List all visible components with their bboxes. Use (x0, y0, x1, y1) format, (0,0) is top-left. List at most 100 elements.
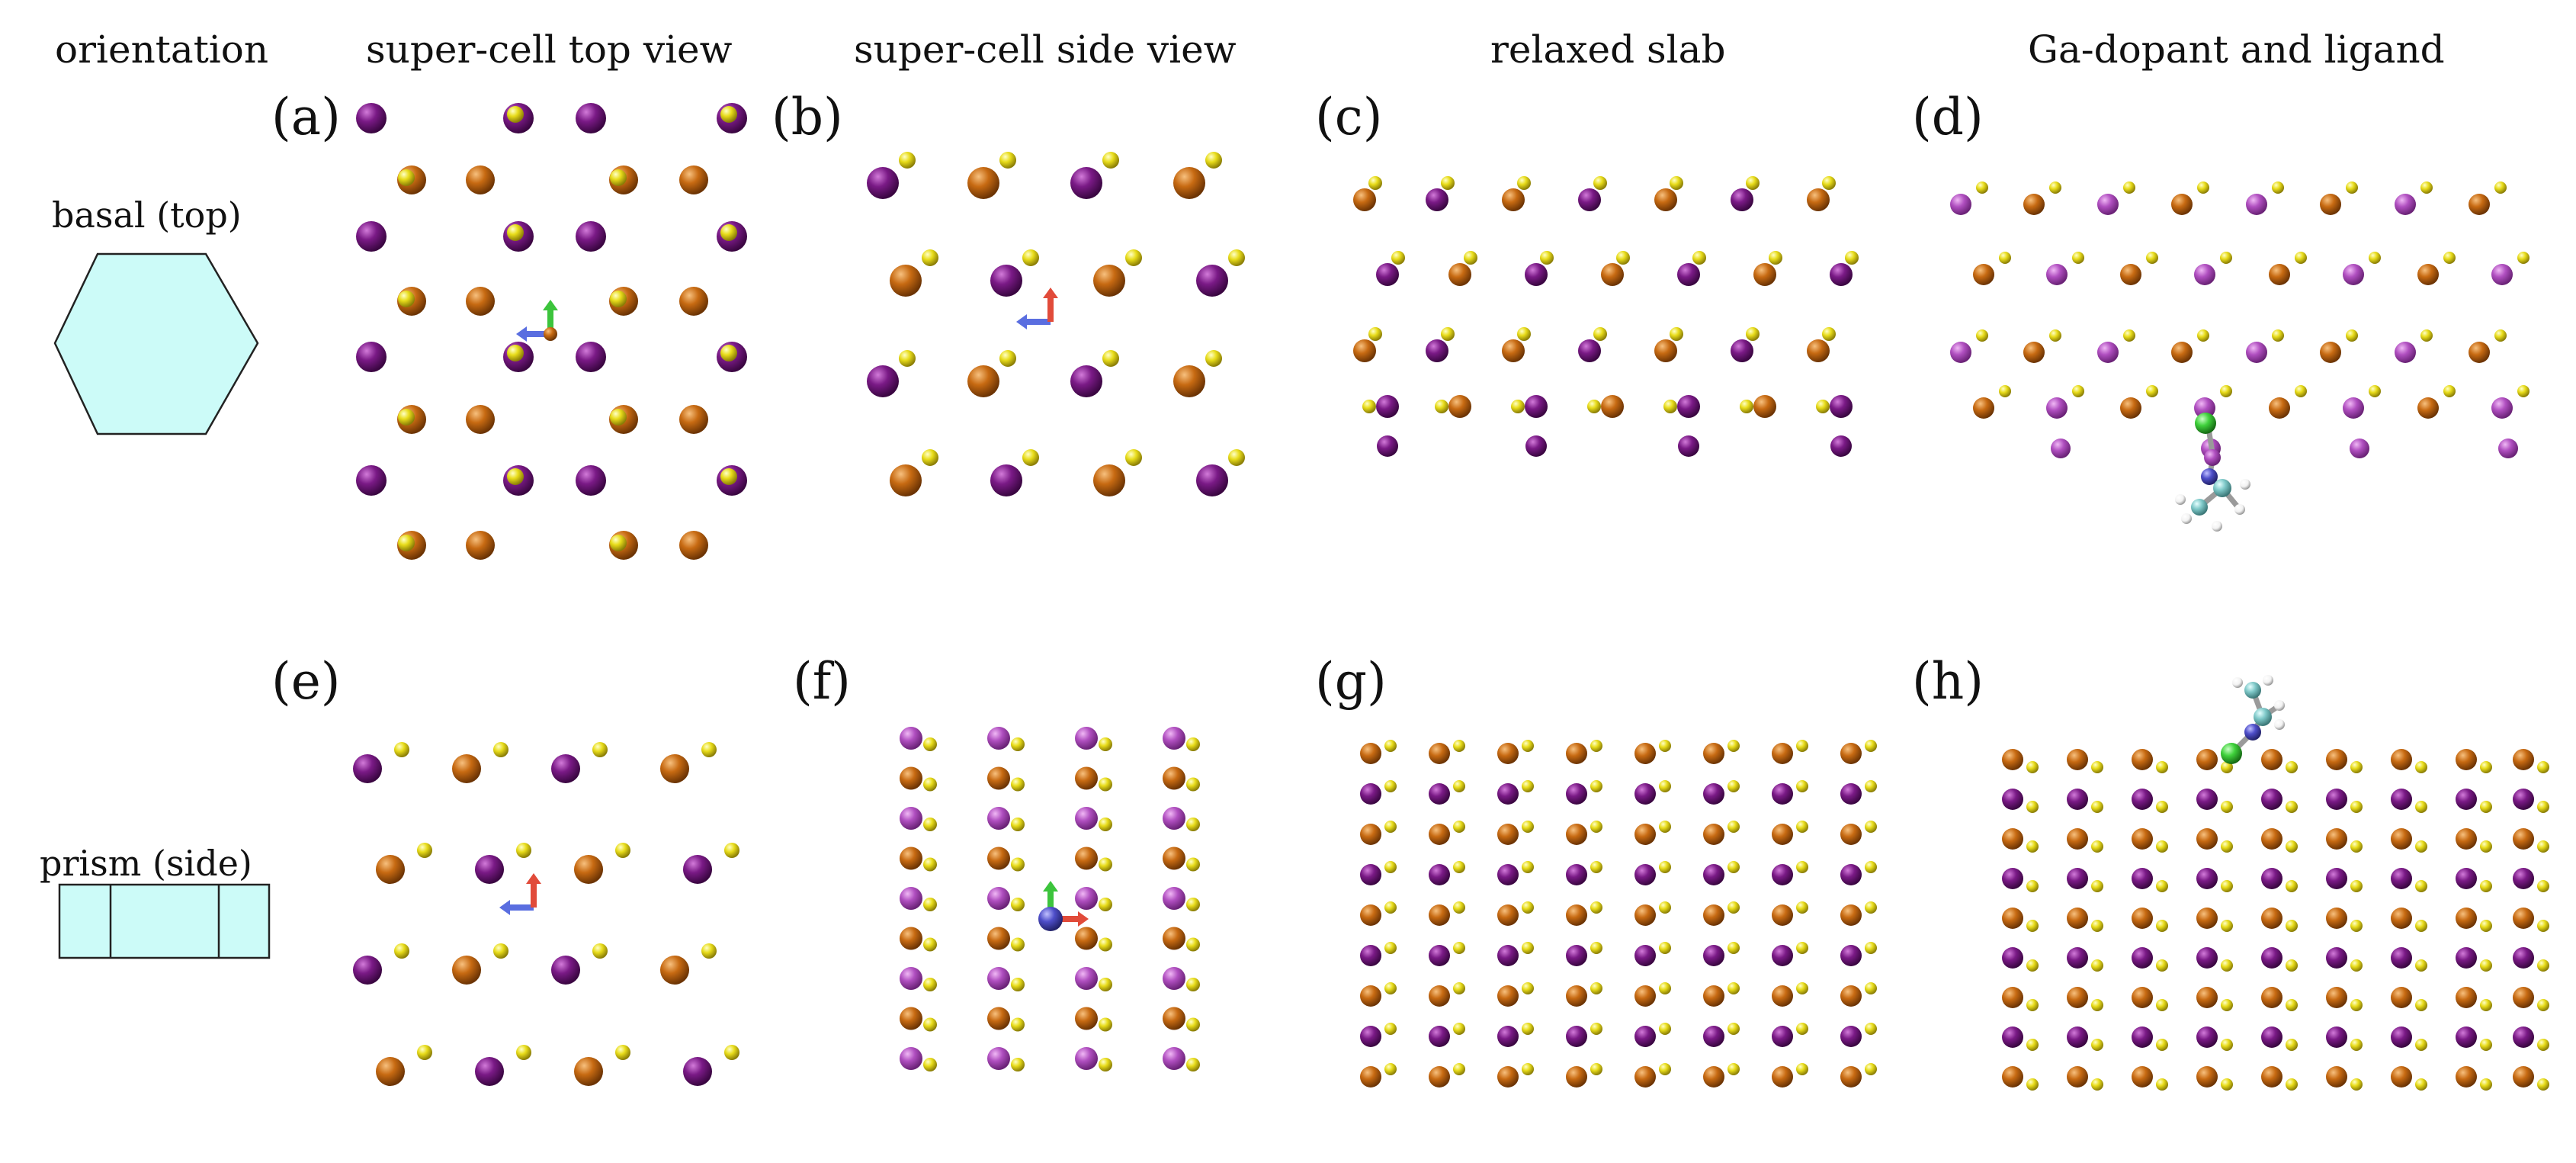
atom-d-yellow (1999, 252, 2011, 264)
atom-g (1497, 945, 1519, 966)
atoms-layer (353, 103, 2549, 1091)
atom-g (1429, 1066, 1450, 1088)
atom-g-yellow (1727, 740, 1740, 752)
atom-h-yellow (2286, 880, 2298, 892)
atom-h-yellow (2350, 761, 2363, 773)
atom-g (1360, 904, 1381, 926)
atom-a-yellow (720, 224, 737, 241)
atom-g-yellow (1590, 982, 1602, 994)
atom-b-yellow (922, 449, 938, 466)
atom-h-yellow (2091, 1078, 2103, 1091)
atom-g-yellow (1727, 821, 1740, 833)
atom-e-yellow (701, 742, 717, 757)
atom-g-yellow (1796, 861, 1808, 873)
atom-h-yellow (2537, 920, 2549, 932)
atom-a-yellow (507, 106, 524, 123)
atom-d (1950, 342, 1971, 363)
atom-h (2196, 908, 2218, 929)
atom-h-yellow (2350, 999, 2363, 1011)
atom-c-bottom (1678, 435, 1699, 457)
atom-h (2196, 947, 2218, 969)
atom-g-yellow (1453, 942, 1465, 954)
atom-d-yellow (2517, 252, 2529, 264)
atom-d-yellow (1976, 182, 1988, 194)
atom-g (1772, 1026, 1793, 1047)
atom-g-yellow (1796, 901, 1808, 914)
atom-h-yellow (2537, 761, 2549, 773)
atom-h (2132, 987, 2153, 1008)
atom-d (2320, 342, 2341, 363)
atom-f-yellow (1099, 777, 1112, 792)
atom-c-yellow (1769, 251, 1782, 265)
atom-g (1634, 945, 1656, 966)
atom-f (1163, 727, 1185, 750)
atom-b-yellow (1205, 152, 1222, 169)
atom-g (1703, 985, 1724, 1007)
atom-g (1634, 783, 1656, 805)
atom-d (2269, 397, 2290, 419)
atom-g-yellow (1727, 942, 1740, 954)
atom-g-yellow (1865, 942, 1877, 954)
atom-h (2067, 1066, 2088, 1088)
atom-f-yellow (923, 1058, 937, 1071)
atom-g-yellow (1659, 901, 1671, 914)
atom-h-yellow (2415, 1078, 2427, 1091)
atom-h (2261, 828, 2282, 850)
atom-h (2326, 1026, 2347, 1048)
atom-g-yellow (1865, 861, 1877, 873)
atom-b (1196, 265, 1228, 297)
atom-c (1353, 188, 1376, 211)
atom-f-yellow (1099, 1017, 1112, 1032)
atom-f-yellow (1011, 857, 1025, 872)
atom-f-yellow (1099, 937, 1112, 952)
atom-c (1502, 188, 1525, 211)
header-side-view: super-cell side view (854, 27, 1237, 72)
atom-g-yellow (1522, 780, 1534, 792)
atom-a-yellow (720, 468, 737, 485)
hydrogen-h (2232, 677, 2243, 688)
atom-c (1353, 339, 1376, 362)
atom-g-yellow (1659, 861, 1671, 873)
atom-h (2132, 908, 2153, 929)
atom-a-yellow (610, 409, 627, 426)
atom-h (2391, 947, 2412, 969)
atom-c (1830, 263, 1853, 286)
atom-h-yellow (2286, 959, 2298, 972)
atom-g (1634, 1066, 1656, 1088)
atom-f-yellow (1186, 1017, 1200, 1032)
atom-d (2269, 264, 2290, 285)
atom-h (2067, 987, 2088, 1008)
atom-c-yellow (1587, 400, 1601, 413)
atom-g (1703, 824, 1724, 845)
atom-g (1497, 743, 1519, 764)
atom-d (2246, 194, 2267, 215)
hydrogen-h (2274, 719, 2285, 730)
atom-h-yellow (2415, 999, 2427, 1011)
atom-g (1429, 864, 1450, 885)
atom-g-yellow (1453, 861, 1465, 873)
atom-g-yellow (1384, 901, 1397, 914)
atom-h-yellow (2221, 1078, 2233, 1091)
atom-b-yellow (999, 350, 1016, 367)
atom-c-bottom (1377, 435, 1398, 457)
atom-h-yellow (2480, 1078, 2492, 1091)
atom-g-yellow (1522, 821, 1534, 833)
atom-a-orange (466, 165, 495, 194)
atom-d (2097, 342, 2119, 363)
atom-h-yellow (2480, 880, 2492, 892)
atom-a-yellow (398, 535, 415, 551)
atom-g (1429, 985, 1450, 1007)
atom-c-yellow (1540, 251, 1554, 265)
atom-f-yellow (1099, 818, 1112, 831)
atom-g (1429, 904, 1450, 926)
atom-g (1429, 1026, 1450, 1047)
atom-h (2002, 868, 2023, 889)
atom-e-yellow (615, 1045, 630, 1060)
atom-h (2067, 868, 2088, 889)
atom-h (2132, 1066, 2153, 1088)
atom-g (1566, 904, 1587, 926)
atom-d-yellow (2197, 329, 2209, 342)
atom-f-yellow (1011, 777, 1025, 792)
atom-g-yellow (1590, 1023, 1602, 1035)
atom-g-yellow (1727, 901, 1740, 914)
